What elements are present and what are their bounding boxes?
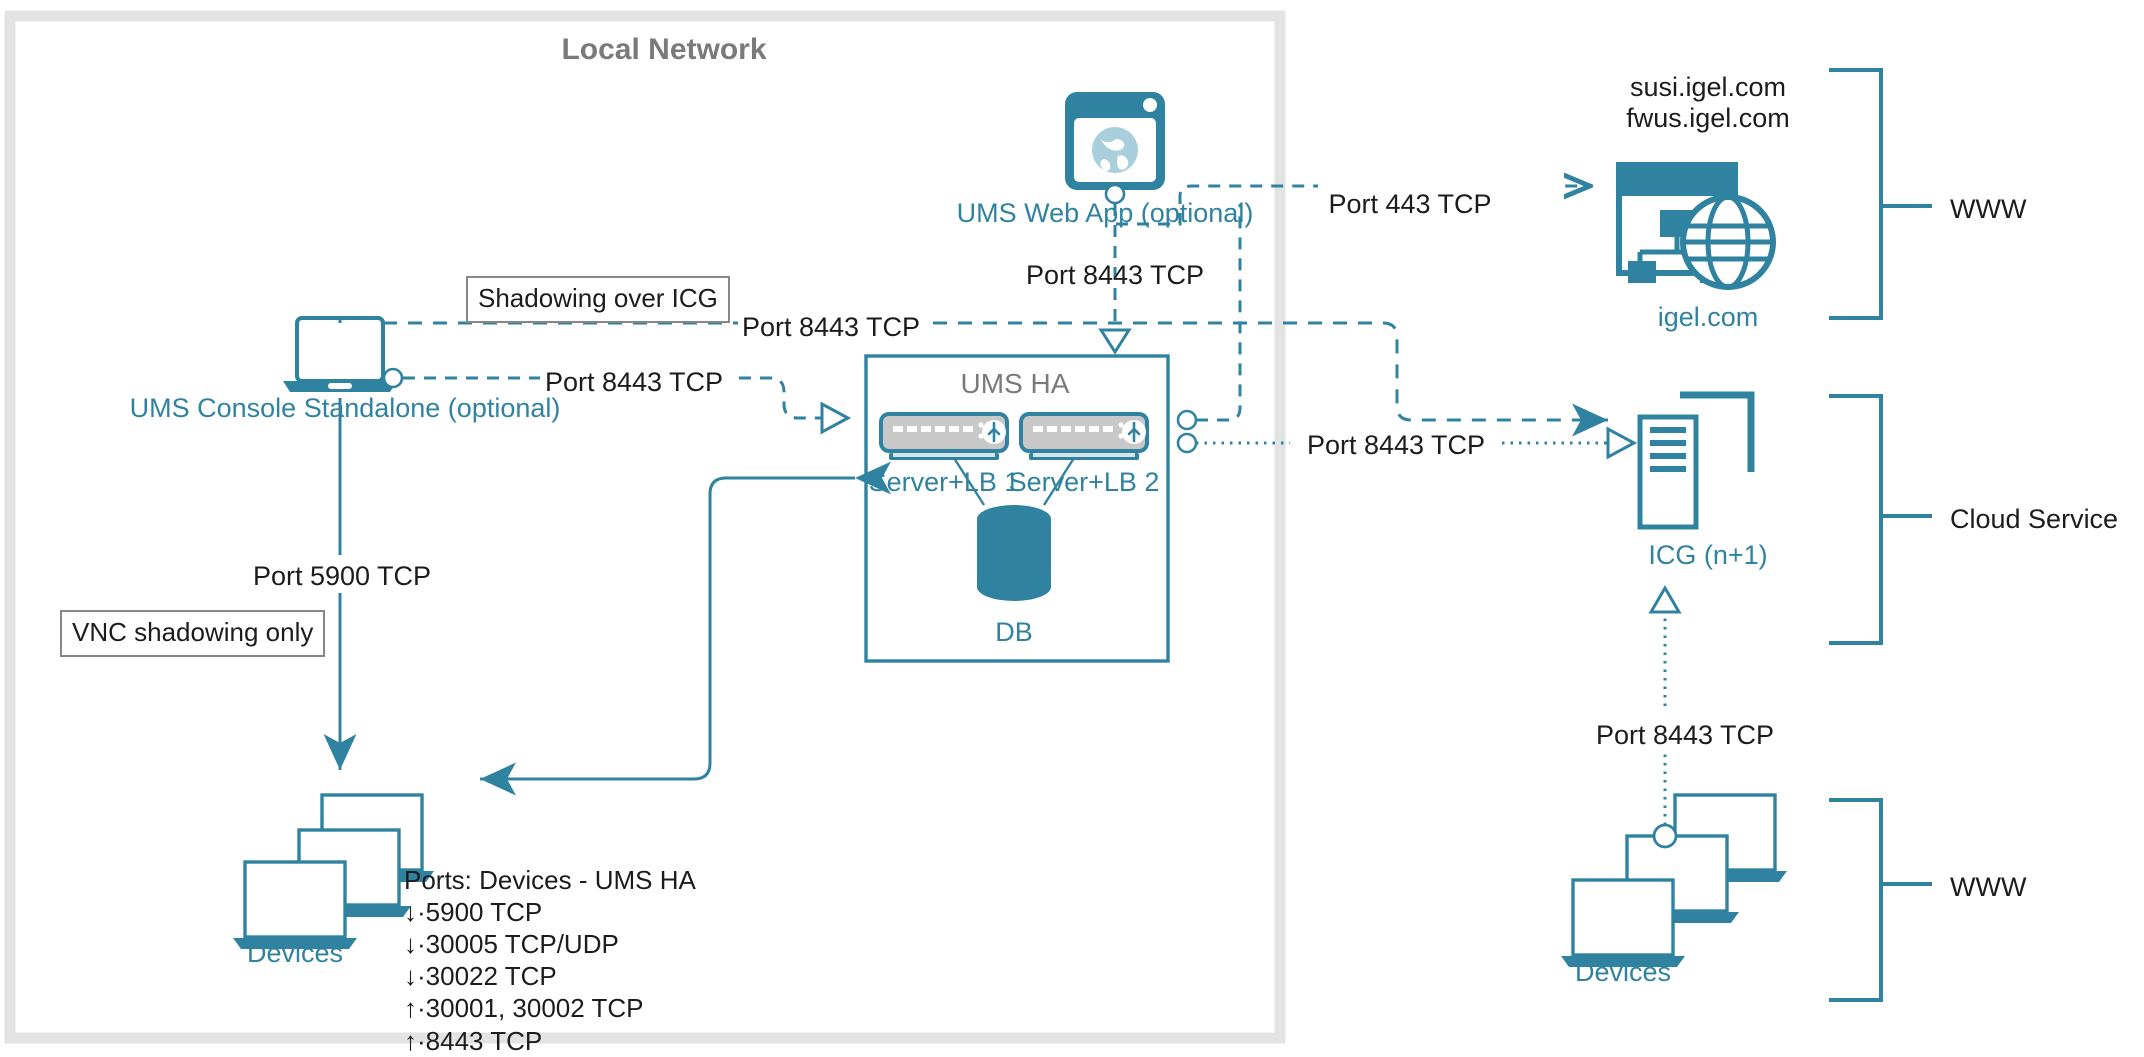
- icg-label: ICG (n+1): [1648, 540, 1768, 570]
- edge-label-webapp-to-igelcom: Port 443 TCP: [1328, 189, 1492, 219]
- edge-devices-to-ums-ha: [480, 461, 891, 796]
- edge-webapp-to-igelcom: [1113, 168, 1590, 226]
- bracket-www-bottom: [1829, 798, 1932, 1002]
- browser-globe-icon: [1065, 92, 1165, 205]
- ports-devices-ums-ha-note: Ports: Devices - UMS HA ↓·5900 TCP ↓·300…: [404, 865, 696, 1056]
- server-tower-icon: [1637, 391, 1755, 530]
- edge-console-to-ums-ha: [403, 360, 852, 435]
- edge-label-console-to-devices: Port 5900 TCP: [252, 561, 432, 591]
- bracket-cloud-service: [1829, 394, 1932, 645]
- edge-console-shadowing-icg: [338, 305, 1608, 437]
- server-lb-2-label: Server+LB 2: [1008, 467, 1160, 497]
- devices-right-label: Devices: [1574, 957, 1672, 987]
- laptop-stack-icon-left: [233, 793, 434, 949]
- server-rack-icon-2: [1019, 412, 1149, 506]
- laptop-icon: [283, 316, 404, 392]
- edge-console-to-devices: [258, 398, 428, 770]
- ums-ha-title: UMS HA: [960, 368, 1070, 399]
- edge-webapp-to-ums-ha: [1098, 204, 1132, 355]
- bracket-label-cloud-service: Cloud Service: [1950, 504, 2119, 534]
- edge-ums-ha-to-icg: [1176, 204, 1638, 461]
- db-label: DB: [995, 617, 1033, 647]
- ums-web-app-label: UMS Web App (optional): [956, 198, 1254, 228]
- bracket-label-www-top: WWW: [1950, 194, 2027, 224]
- edge-label-console-to-ha: Port 8443 TCP: [544, 367, 724, 397]
- bracket-www-top: [1829, 68, 1932, 320]
- ums-console-label: UMS Console Standalone (optional): [129, 393, 561, 423]
- server-lb-1-label: Server+LB 1: [868, 467, 1020, 497]
- devices-left-label: Devices: [246, 938, 344, 968]
- igel-host-susi: susi.igel.com: [1629, 72, 1787, 102]
- edge-label-webapp-to-ha: Port 8443 TCP: [1025, 260, 1205, 290]
- bracket-label-www-bottom: WWW: [1950, 872, 2027, 902]
- igel-host-fwus: fwus.igel.com: [1626, 103, 1790, 133]
- database-cylinder-icon: [977, 505, 1051, 601]
- igel-com-label: igel.com: [1657, 302, 1759, 332]
- edge-label-devices-to-icg: Port 8443 TCP: [1595, 720, 1775, 750]
- local-network-title: Local Network: [561, 33, 767, 66]
- edge-label-ha-to-icg: Port 8443 TCP: [1306, 430, 1486, 460]
- edge-label-console-shadowing-icg: Port 8443 TCP: [741, 312, 921, 342]
- note-vnc-shadowing-only: VNC shadowing only: [60, 610, 326, 657]
- server-rack-icon-1: [879, 412, 1009, 506]
- web-site-globe-icon: [1616, 162, 1776, 290]
- note-shadowing-over-icg: Shadowing over ICG: [466, 276, 730, 323]
- edge-devices-right-to-icg: [1580, 585, 1792, 825]
- laptop-stack-icon-right: [1561, 793, 1787, 967]
